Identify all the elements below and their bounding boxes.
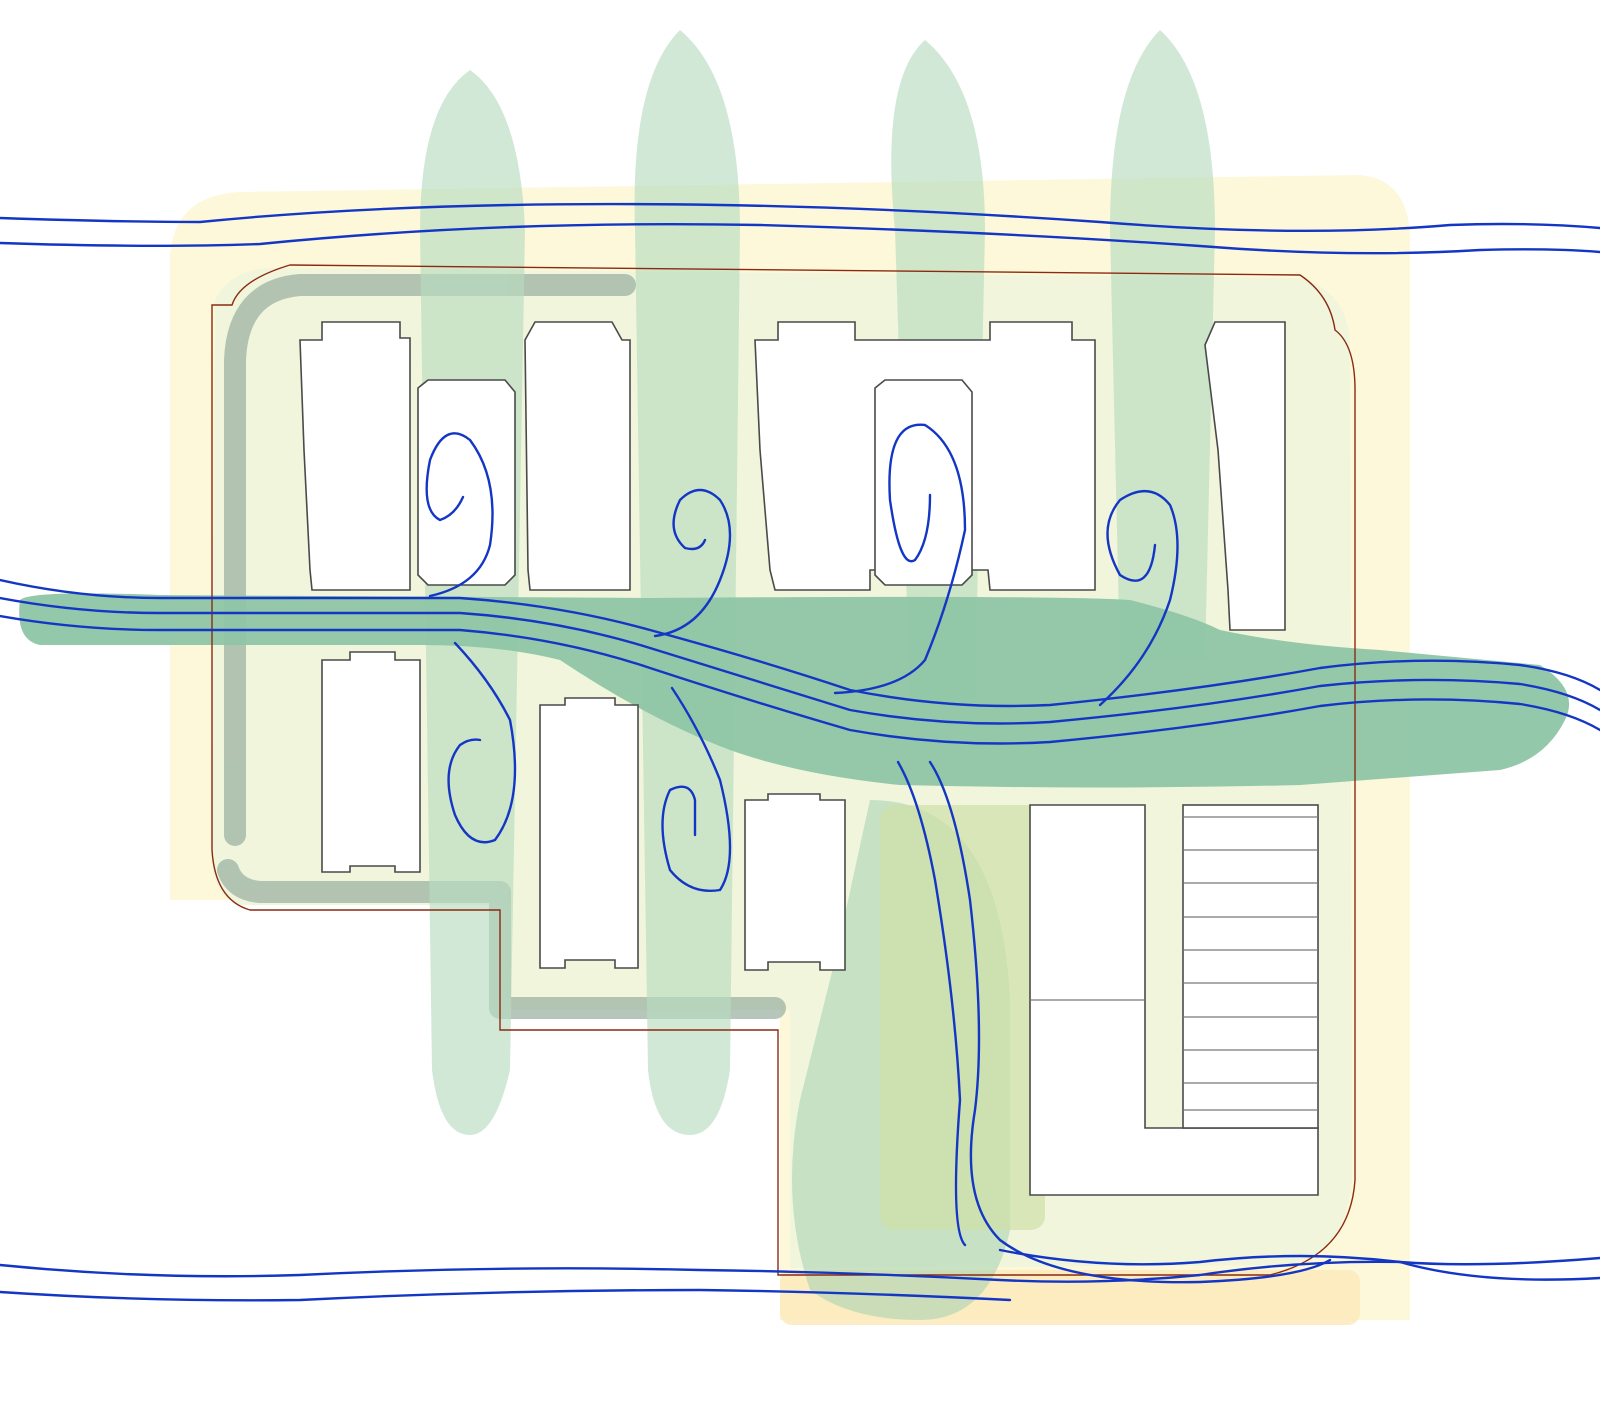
building-s3 (744, 793, 846, 971)
wind-flow-line (0, 1288, 1012, 1302)
wind-flow-line (0, 222, 1600, 255)
building-n2 (417, 379, 516, 586)
building-n5 (874, 379, 973, 586)
wind-vortex-spiral (833, 423, 967, 695)
green-corridor-2 (634, 30, 740, 1135)
building-s1 (321, 651, 421, 873)
wind-flow-line (0, 614, 1600, 745)
wind-vortex-spiral (447, 641, 517, 844)
site-boundary (211, 264, 1356, 1276)
building-n3 (524, 321, 631, 591)
building-s2 (539, 697, 639, 969)
wind-flow-line (998, 1248, 1600, 1281)
building-n1 (299, 321, 411, 591)
wind-vortices (425, 423, 1179, 892)
wind-flow-line (896, 760, 967, 1247)
wind-vortex-spiral (425, 432, 494, 598)
building-large-block (1029, 804, 1319, 1196)
wind-flow-lines (0, 202, 1600, 1302)
wind-flow-line (0, 202, 1600, 233)
wind-flow-line (928, 760, 1332, 1284)
wind-flow-line (0, 596, 1600, 725)
building-n6 (1204, 321, 1286, 631)
wind-vortex-spiral (1098, 490, 1179, 707)
wind-vortex-spiral (653, 488, 732, 638)
green-corridor-4 (1110, 30, 1215, 660)
wind-flow-line (0, 1256, 1600, 1283)
wind-flow-line (0, 578, 1600, 708)
buildings-south-row (321, 651, 846, 971)
main-green-spine (19, 593, 1570, 788)
wind-vortex-spiral (661, 686, 732, 892)
